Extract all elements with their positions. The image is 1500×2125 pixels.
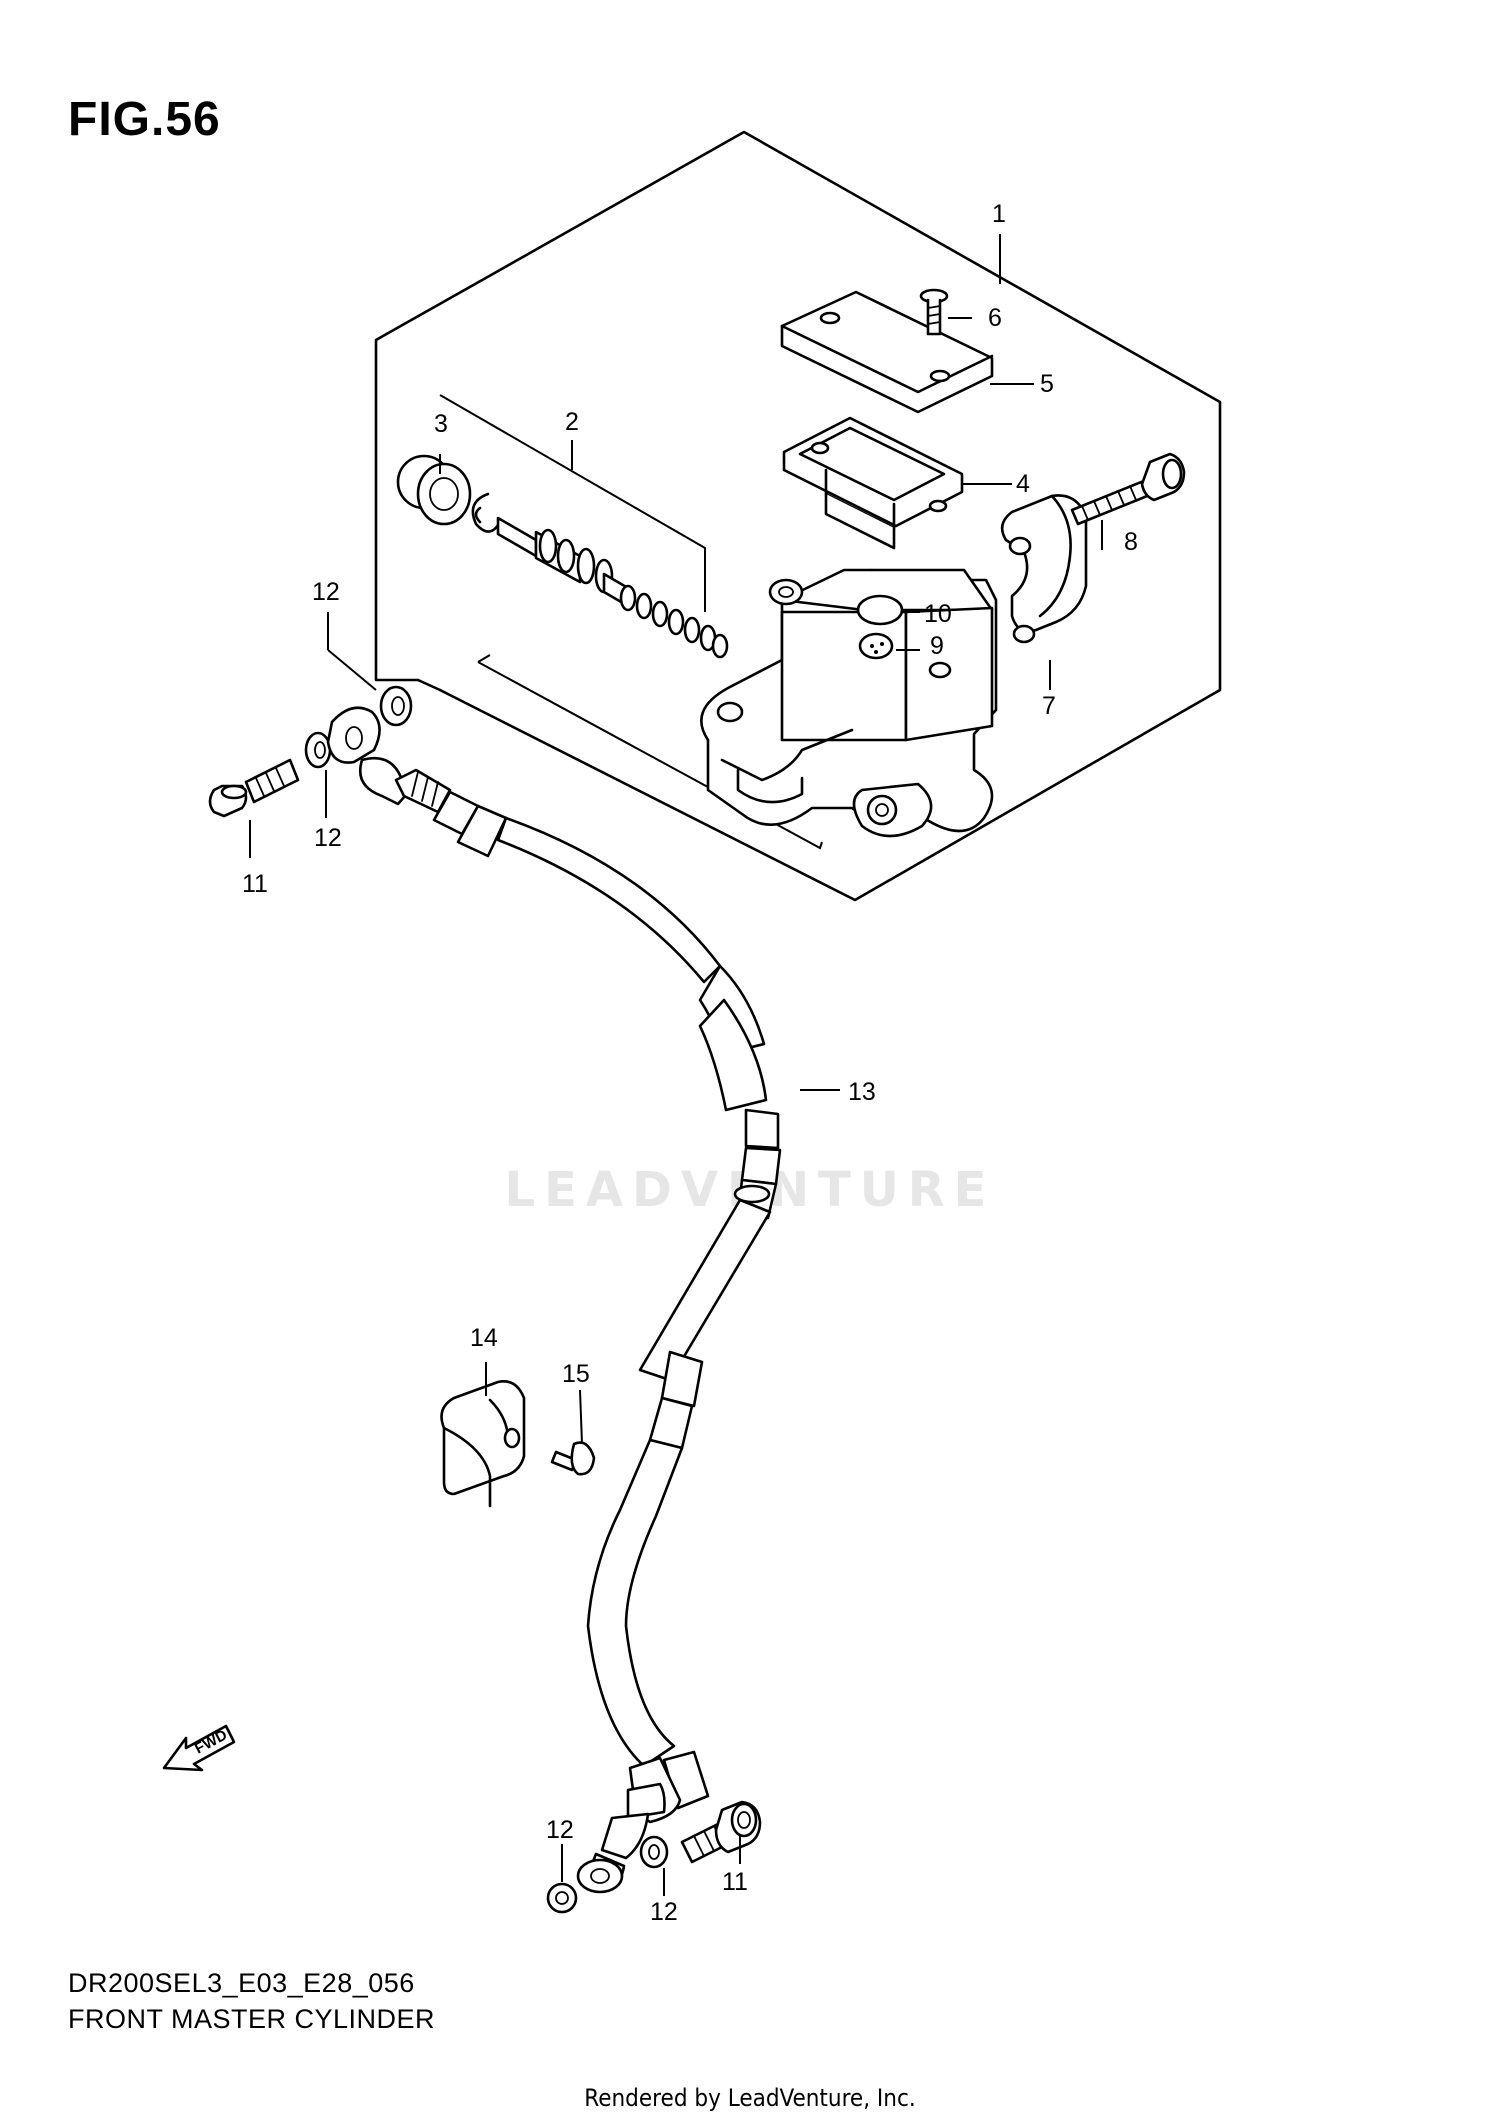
callout-1: 1 (992, 200, 1006, 228)
forward-arrow: FWD (162, 1724, 236, 1772)
dust-boot (396, 454, 472, 526)
clamp-screw (550, 1441, 596, 1476)
washer-upper-b (379, 685, 413, 727)
callout-12-upper-b: 12 (314, 824, 342, 852)
cap-screw (919, 288, 949, 336)
diaphragm (782, 416, 964, 550)
washer-upper-a (304, 731, 332, 769)
callout-3: 3 (434, 410, 448, 438)
callout-5: 5 (1040, 370, 1054, 398)
callout-11-lower: 11 (722, 1868, 748, 1896)
callout-11-upper: 11 (242, 870, 268, 898)
assembly-outline (374, 130, 1222, 902)
callout-14: 14 (470, 1324, 498, 1352)
brake-hose (326, 706, 782, 1892)
callout-13: 13 (848, 1078, 876, 1106)
callout-12-upper-a: 12 (312, 578, 340, 606)
callout-12-lower-b: 12 (650, 1898, 678, 1926)
callout-8: 8 (1124, 528, 1138, 556)
diagram-name: FRONT MASTER CYLINDER (68, 2004, 436, 2034)
callout-12-lower-a: 12 (546, 1816, 574, 1844)
callout-2: 2 (565, 408, 579, 436)
banjo-bolt-upper (208, 758, 300, 818)
circlip (471, 492, 502, 533)
handlebar-clamp (1000, 494, 1088, 644)
callout-10: 10 (924, 600, 952, 628)
leader-lines (249, 234, 1103, 1896)
banjo-bolt-lower (680, 1800, 762, 1864)
callout-6: 6 (988, 304, 1002, 332)
callout-7: 7 (1042, 692, 1056, 720)
banjo-fitting-lower (576, 1858, 624, 1894)
figure-title: FIG.56 (68, 93, 221, 146)
render-credit: Rendered by LeadVenture, Inc. (584, 2084, 916, 2112)
callouts: 1 2 3 4 5 6 7 8 9 10 11 11 12 12 12 12 1… (242, 200, 1138, 1926)
piston-spring (496, 516, 729, 659)
hose-clamp (440, 1380, 526, 1508)
callout-15: 15 (562, 1360, 590, 1388)
callout-9: 9 (930, 632, 944, 660)
piston-kit-bracket (439, 394, 823, 850)
reservoir-cap (780, 290, 994, 414)
callout-4: 4 (1016, 470, 1030, 498)
clamp-bolt (1070, 452, 1186, 526)
master-cylinder-body (700, 568, 998, 838)
diagram-code: DR200SEL3_E03_E28_056 (68, 1968, 415, 1998)
washer-lower-a (546, 1882, 578, 1914)
washer-lower-b (639, 1835, 669, 1869)
